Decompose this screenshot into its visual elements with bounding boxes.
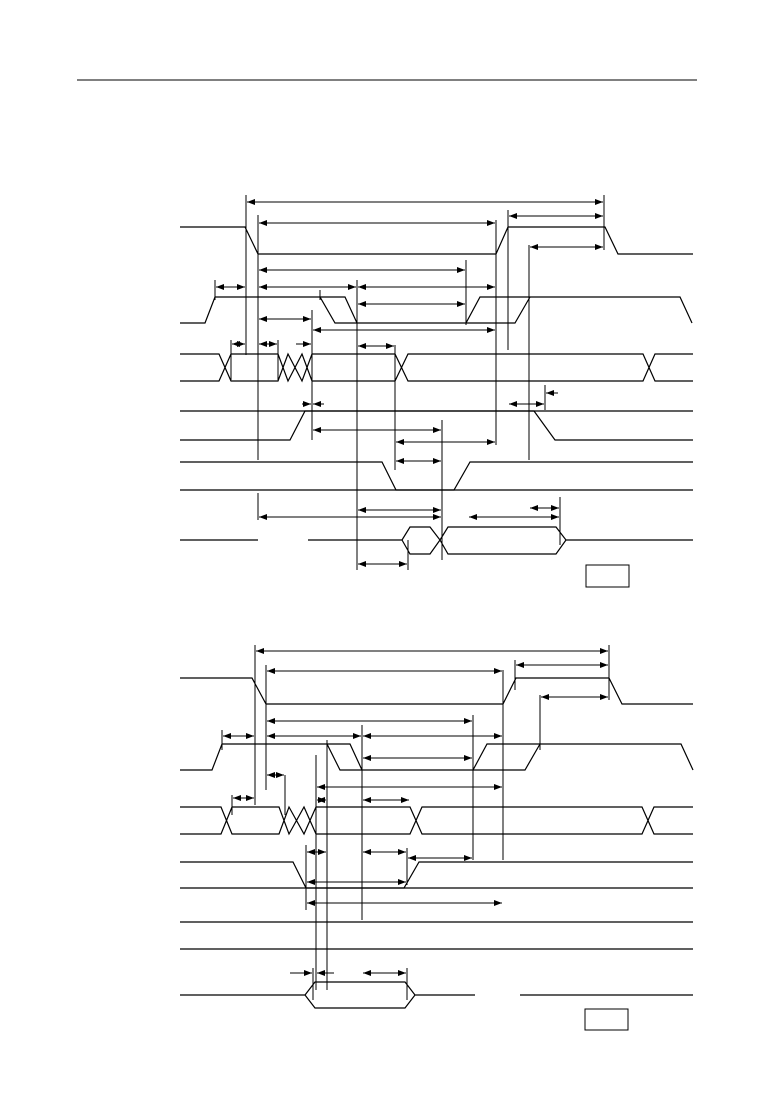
d1-dimension-arrows: [216, 199, 603, 567]
d1-label-box: [585, 564, 630, 588]
d1-signal-row6: [180, 526, 693, 555]
d1-signal-row2-b: [320, 296, 358, 324]
d2-dimension-arrows: [223, 648, 608, 976]
d2-label-box: [584, 1008, 629, 1031]
d2-signal-row2-b: [327, 743, 363, 771]
d1-bus-row3: [180, 352, 693, 383]
d1-signal-row2: [180, 296, 693, 324]
d2-signal-row4: [180, 861, 693, 889]
d2-signal-row6: [180, 981, 693, 1009]
d1-reference-lines: [214, 195, 605, 570]
d1-signal-row5: [180, 461, 693, 491]
d2-signal-row2-c: [473, 743, 541, 771]
d1-signal-row4: [180, 410, 693, 441]
d2-signal-row2: [180, 743, 694, 771]
d1-signal-row2-c: [466, 296, 531, 324]
d2-signal-row1: [180, 677, 693, 705]
d1-signal-row1: [180, 226, 693, 255]
d2-reference-lines: [221, 645, 610, 1000]
d2-bus-row3: [180, 805, 693, 836]
d1-bus-row3-b: [180, 352, 693, 383]
timing-diagram-2: [180, 645, 694, 1031]
d2-bus-row3-b: [180, 805, 693, 836]
timing-diagram-1: [180, 195, 693, 588]
